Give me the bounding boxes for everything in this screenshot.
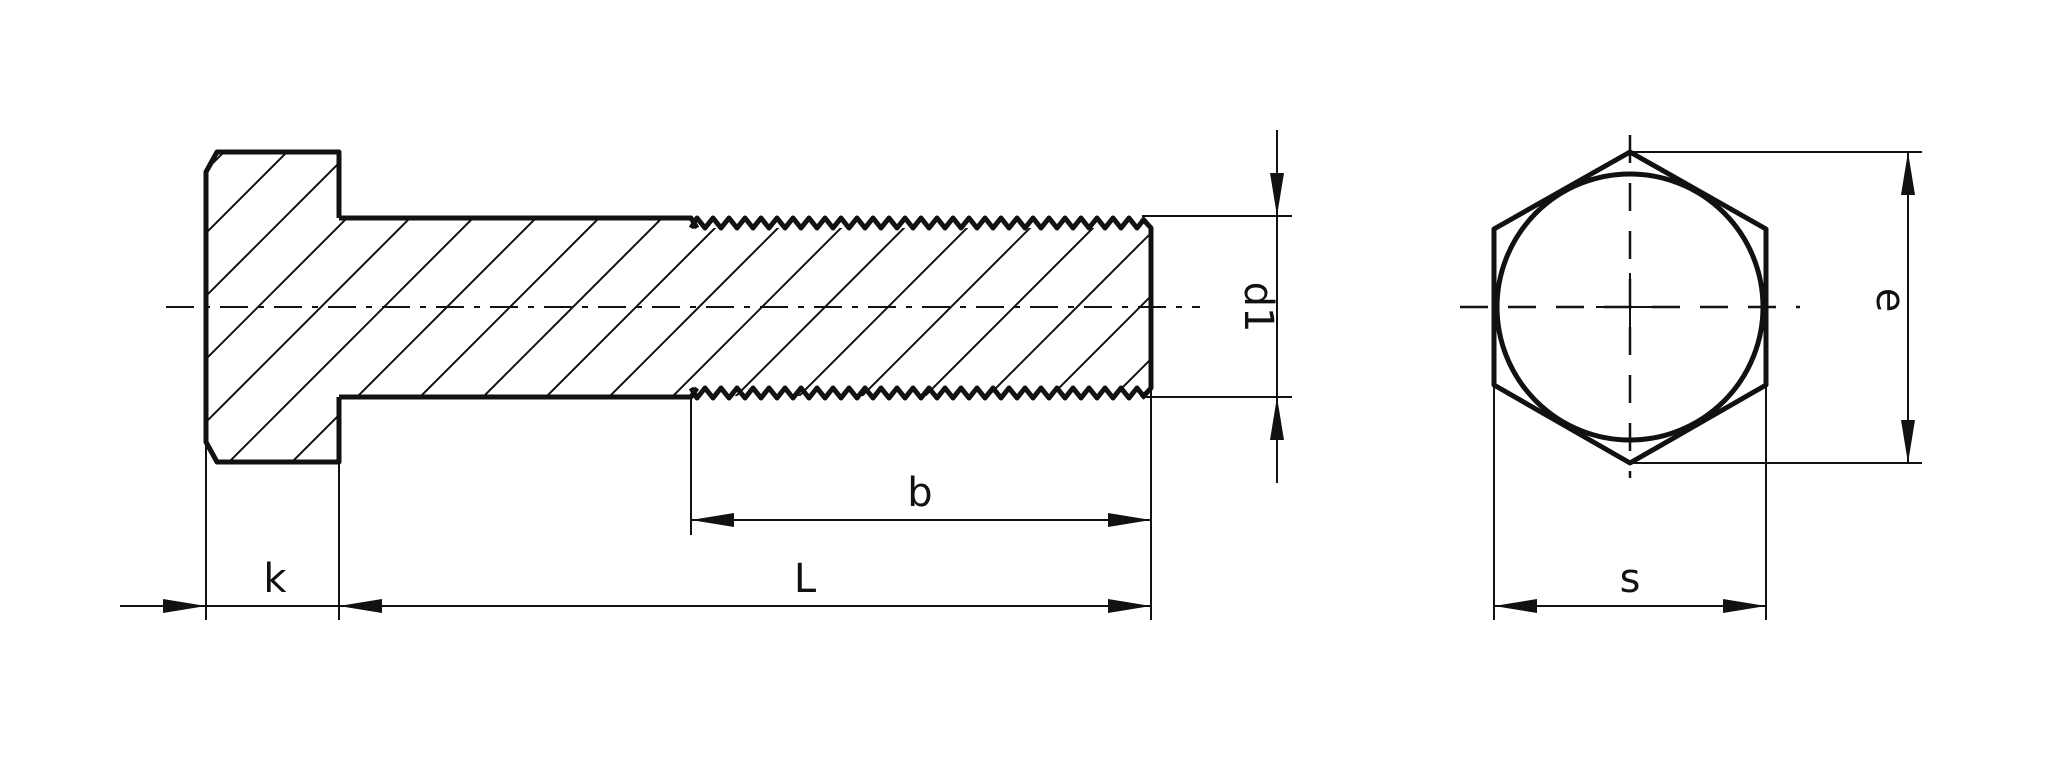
hatch-line <box>316 152 768 462</box>
hatch-line <box>206 152 390 462</box>
hatch-line <box>379 152 831 462</box>
hatch-line <box>757 152 1151 462</box>
hatch-line <box>505 152 957 462</box>
hatch-line <box>253 152 705 462</box>
dimension-k: k <box>120 556 382 613</box>
hatch-line <box>1135 152 1151 462</box>
hatch-line <box>1009 152 1151 462</box>
hatch-line <box>206 152 516 462</box>
thread-bottom <box>688 385 1147 401</box>
hatch-line <box>442 152 894 462</box>
hatch-line <box>631 152 1083 462</box>
dimension-s: s <box>1494 556 1766 613</box>
hatch-line <box>0 50 200 500</box>
dimension-e: e <box>1867 152 1915 463</box>
bolt-side-view: k L b d1 <box>0 50 1292 620</box>
section-hatching <box>0 50 1151 500</box>
hatch-line <box>694 152 1146 462</box>
hatch-line <box>206 152 642 462</box>
hatch-line <box>206 152 327 462</box>
dimension-d1: d1 <box>1235 130 1284 483</box>
hatch-line <box>206 152 579 462</box>
dimension-b: b <box>691 470 1151 527</box>
hatch-line <box>568 152 1020 462</box>
label-d1: d1 <box>1235 282 1281 333</box>
hatch-line <box>206 152 453 462</box>
bolt-end-view: s e <box>1460 135 1922 620</box>
hatch-line <box>883 152 1151 462</box>
label-k: k <box>263 556 287 602</box>
hatch-line <box>820 152 1151 462</box>
label-s: s <box>1620 556 1641 602</box>
thread-top <box>688 215 1147 231</box>
label-e: e <box>1867 288 1913 313</box>
label-L: L <box>794 556 817 602</box>
hatch-line <box>206 152 264 462</box>
label-b: b <box>907 470 932 516</box>
dimension-L: L <box>339 556 1151 613</box>
hatch-line <box>1072 152 1151 462</box>
hatch-line <box>946 152 1151 462</box>
